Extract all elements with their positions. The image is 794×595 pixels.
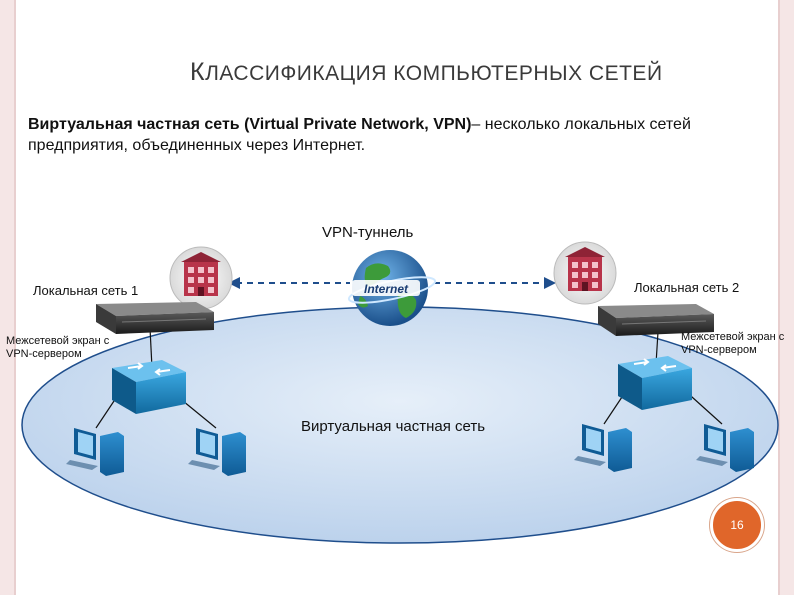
- intro-bold: Виртуальная частная сеть (Virtual Privat…: [28, 116, 472, 133]
- title-rest: ЛАССИФИКАЦИЯ КОМПЬЮТЕРНЫХ СЕТЕЙ: [205, 62, 663, 85]
- computer-icon-4: [696, 424, 754, 472]
- arrow-head-right: [544, 277, 556, 289]
- slide-title: КЛАССИФИКАЦИЯ КОМПЬЮТЕРНЫХ СЕТЕЙ: [190, 58, 663, 87]
- vpn-network-label: Виртуальная частная сеть: [301, 418, 486, 435]
- office-building-icon-1: [169, 246, 233, 310]
- title-initial: К: [190, 58, 206, 86]
- right-frame-line: [778, 0, 780, 595]
- firewall-server-icon-1: [96, 302, 214, 334]
- intro-rest: – несколько локальных сетей предприятия,…: [28, 116, 691, 154]
- local-network-1-label: Локальная сеть 1: [33, 283, 139, 298]
- right-frame-band: [780, 0, 794, 595]
- firewall-2-label: Межсетевой экран с VPN-сервером: [681, 331, 785, 356]
- switch-icon-2: [618, 356, 692, 410]
- intro-text: Виртуальная частная сеть (Virtual Privat…: [28, 114, 778, 156]
- page-number: 16: [730, 518, 744, 532]
- computer-icon-3: [574, 424, 632, 472]
- page-number-badge: 16: [710, 498, 764, 552]
- local-network-2-label: Локальная сеть 2: [634, 280, 740, 295]
- computer-icon-2: [188, 428, 246, 476]
- switch-icon-1: [112, 360, 186, 414]
- firewall-1-label: Межсетевой экран с VPN-сервером: [6, 335, 110, 360]
- internet-globe-icon: Internet: [347, 250, 437, 326]
- internet-logo-text: Internet: [364, 282, 409, 296]
- vpn-tunnel-label: VPN-туннель: [322, 224, 414, 241]
- arrow-head-left: [228, 277, 240, 289]
- left-frame-line: [14, 0, 16, 595]
- office-building-icon-2: [553, 241, 617, 305]
- computer-icon-1: [66, 428, 124, 476]
- left-frame-band: [0, 0, 14, 595]
- firewall-server-icon-2: [598, 304, 714, 336]
